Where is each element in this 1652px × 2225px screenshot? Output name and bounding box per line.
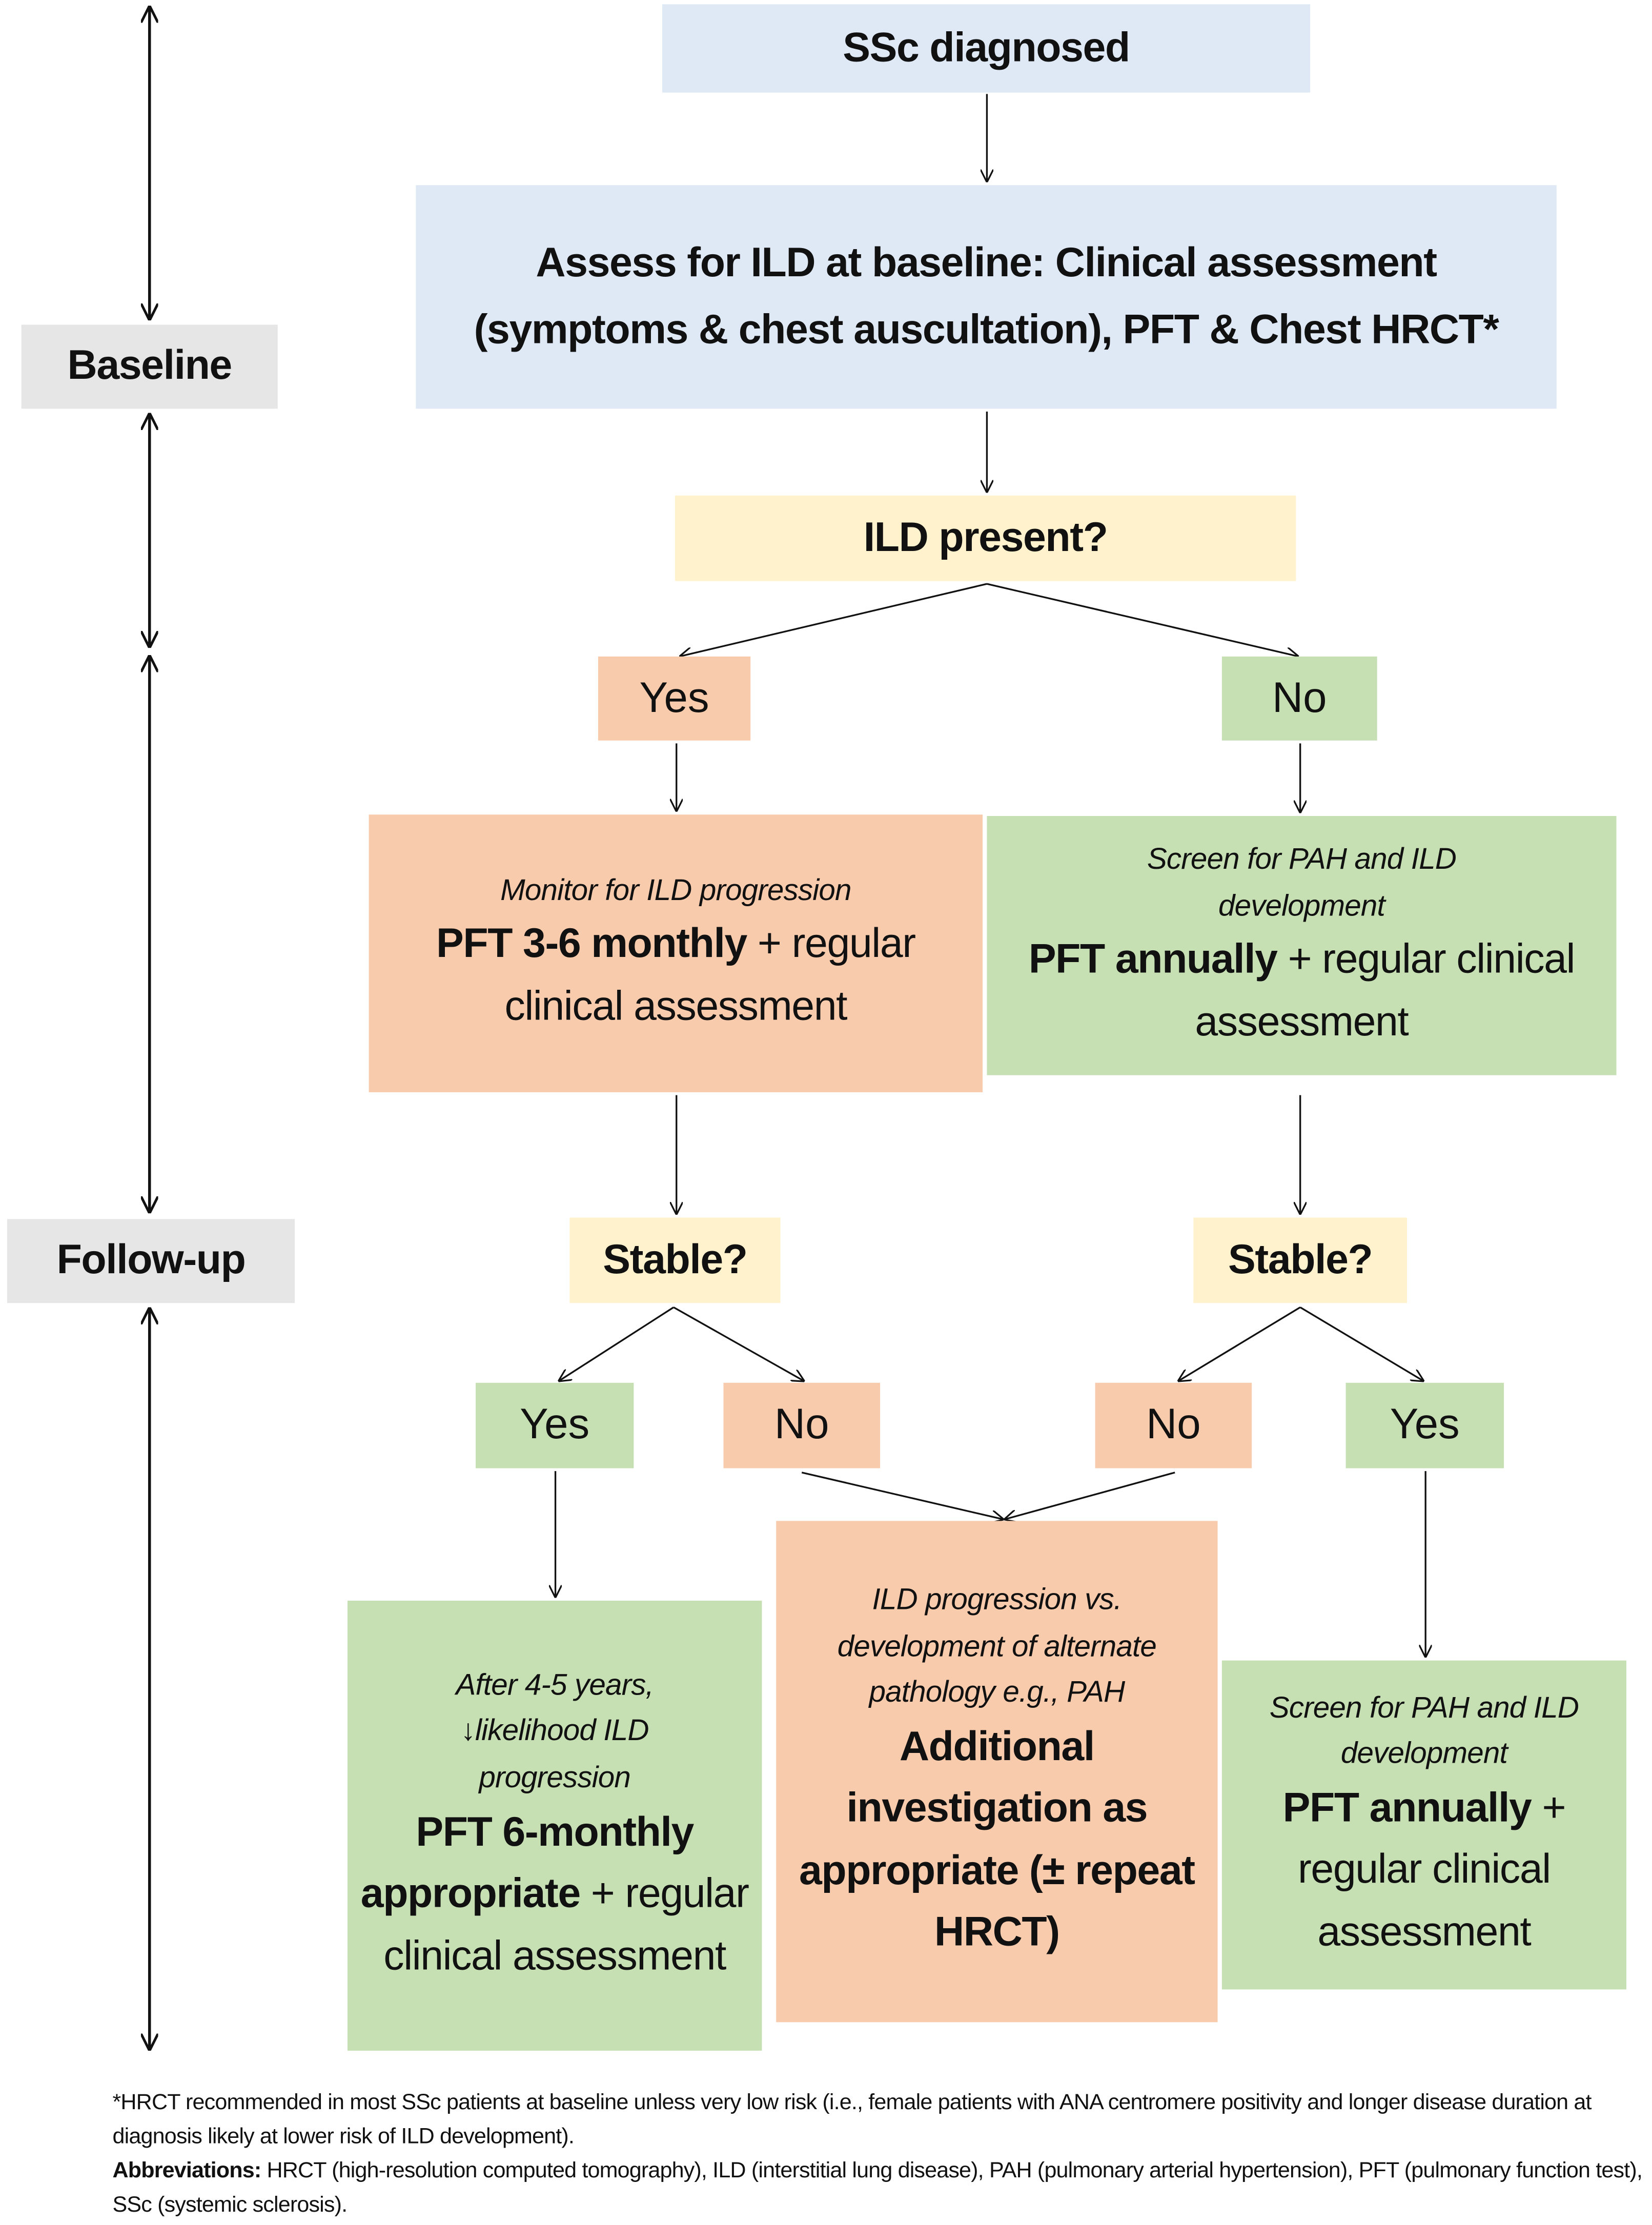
phase-label-follow-up: Follow-up	[7, 1219, 295, 1303]
node-no-right: No	[1095, 1382, 1252, 1468]
arrow	[558, 1307, 675, 1381]
arrow	[1299, 1307, 1424, 1381]
screen-2-subtitle: Screen for PAH and ILD development	[1269, 1691, 1579, 1771]
additional-instruction: Additional investigation as appropriate …	[799, 1724, 1195, 1956]
node-assess-baseline: Assess for ILD at baseline: Clinical ass…	[416, 185, 1557, 409]
arrow	[673, 1307, 805, 1381]
screen-2-instruction: PFT annually + regular clinical assessme…	[1282, 1785, 1566, 1955]
node-screen-pah-ild: Screen for PAH and ILD development PFT a…	[987, 816, 1617, 1075]
node-monitor-ild: Monitor for ILD progression PFT 3-6 mont…	[369, 814, 983, 1093]
node-ssc-diagnosed: SSc diagnosed	[662, 4, 1311, 93]
screen-subtitle: Screen for PAH and ILD development	[1147, 843, 1457, 923]
after-instruction: PFT 6-monthly appropriate + regular clin…	[360, 1809, 749, 1979]
node-yes-left: Yes	[475, 1382, 634, 1468]
after-subtitle-2: ↓likelihood ILD progression	[460, 1715, 649, 1794]
additional-subtitle: ILD progression vs. development of alter…	[837, 1584, 1157, 1709]
node-additional-investigation: ILD progression vs. development of alter…	[776, 1521, 1218, 2023]
arrow	[679, 583, 987, 657]
node-yes-right: Yes	[1345, 1382, 1504, 1468]
node-no: No	[1221, 656, 1377, 741]
node-yes: Yes	[598, 656, 751, 741]
hrct-footnote: *HRCT recommended in most SSc patients a…	[112, 2090, 1592, 2149]
node-after-4-5-years: After 4-5 years, ↓likelihood ILD progres…	[347, 1600, 762, 2051]
monitor-subtitle: Monitor for ILD progression	[500, 874, 851, 907]
abbreviations: Abbreviations: HRCT (high-resolution com…	[112, 2159, 1643, 2217]
arrow	[1004, 1472, 1175, 1520]
monitor-instruction: PFT 3-6 monthly + regular clinical asses…	[436, 922, 916, 1030]
phase-label-baseline: Baseline	[21, 324, 278, 409]
arrow	[801, 1472, 1004, 1520]
screen-instruction: PFT annually + regular clinical assessme…	[1028, 937, 1576, 1045]
node-stable-left: Stable?	[569, 1217, 781, 1303]
after-subtitle-1: After 4-5 years,	[456, 1669, 654, 1702]
node-no-left: No	[723, 1382, 881, 1468]
node-ild-present: ILD present?	[675, 495, 1296, 581]
node-screen-pah-ild-2: Screen for PAH and ILD development PFT a…	[1221, 1660, 1626, 1990]
arrow	[987, 583, 1298, 657]
footnote: *HRCT recommended in most SSc patients a…	[112, 2086, 1650, 2223]
arrow	[1178, 1307, 1301, 1381]
node-stable-right: Stable?	[1193, 1217, 1408, 1303]
